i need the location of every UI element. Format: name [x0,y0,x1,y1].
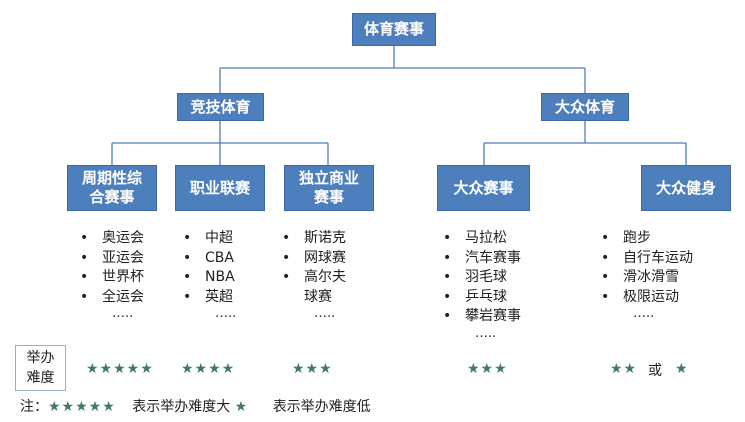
list-item: 英超 [183,288,236,308]
list-item: 亚运会 [80,249,144,269]
list-independent-commercial: 斯诺克 网球赛 高尔夫 球赛 ….. [282,229,346,321]
list-item: 自行车运动 [601,249,693,269]
list-item: 高尔夫 [282,268,346,288]
node-pro-leagues: 职业联赛 [175,165,265,211]
node-mass-events: 大众赛事 [437,165,530,211]
list-mass-events: 马拉松 汽车赛事 羽毛球 乒乓球 攀岩赛事 ….. [443,229,521,341]
list-item: 攀岩赛事 [443,307,521,327]
node-competitive-sports: 竞技体育 [177,93,264,121]
list-mass-fitness: 跑步 自行车运动 滑冰滑雪 极限运动 ….. [601,229,693,321]
list-item: 乒乓球 [443,288,521,308]
list-item: 奥运会 [80,229,144,249]
list-item: 跑步 [601,229,693,249]
list-item-continuation: 球赛 [304,288,332,305]
ellipsis: ….. [314,306,336,321]
legend-star-low: ★ [234,399,249,415]
list-item: 网球赛 [282,249,346,269]
list-item: 马拉松 [443,229,521,249]
difficulty-stars-mass-fitness-a: ★★ [610,361,638,377]
difficulty-stars-mass-fitness-b: ★ [675,361,689,377]
list-item: NBA [183,268,236,288]
difficulty-stars-pro-leagues: ★★★★ [181,361,236,377]
list-item: 极限运动 [601,288,693,308]
node-mass-sports: 大众体育 [541,93,629,121]
difficulty-label: 举办 难度 [15,345,66,391]
ellipsis: ….. [475,325,497,341]
node-independent-commercial: 独立商业 赛事 [284,165,374,211]
difficulty-stars-commercial: ★★★ [292,361,333,377]
list-item: 斯诺克 [282,229,346,249]
legend-note: 注：★★★★★ 表示举办难度大 ★ 表示举办难度低 [20,399,371,415]
list-item: 汽车赛事 [443,249,521,269]
ellipsis: ….. [215,306,237,321]
list-item: 世界杯 [80,268,144,288]
list-pro-leagues: 中超 CBA NBA 英超 ….. [183,229,236,321]
list-item: 滑冰滑雪 [601,268,693,288]
legend-stars-high: ★★★★★ [48,399,116,415]
node-mass-fitness: 大众健身 [641,165,731,211]
ellipsis: ….. [112,306,134,321]
difficulty-or: 或 [648,363,662,379]
difficulty-stars-periodic: ★★★★★ [86,361,154,377]
list-item: 羽毛球 [443,268,521,288]
node-periodic-events: 周期性综 合赛事 [67,165,157,211]
list-item: 全运会 [80,288,144,308]
root-node: 体育赛事 [352,13,436,46]
ellipsis: ….. [633,306,655,321]
list-item: 中超 [183,229,236,249]
difficulty-stars-mass-events: ★★★ [467,361,508,377]
list-periodic-events: 奥运会 亚运会 世界杯 全运会 ….. [80,229,144,321]
list-item: CBA [183,249,236,269]
